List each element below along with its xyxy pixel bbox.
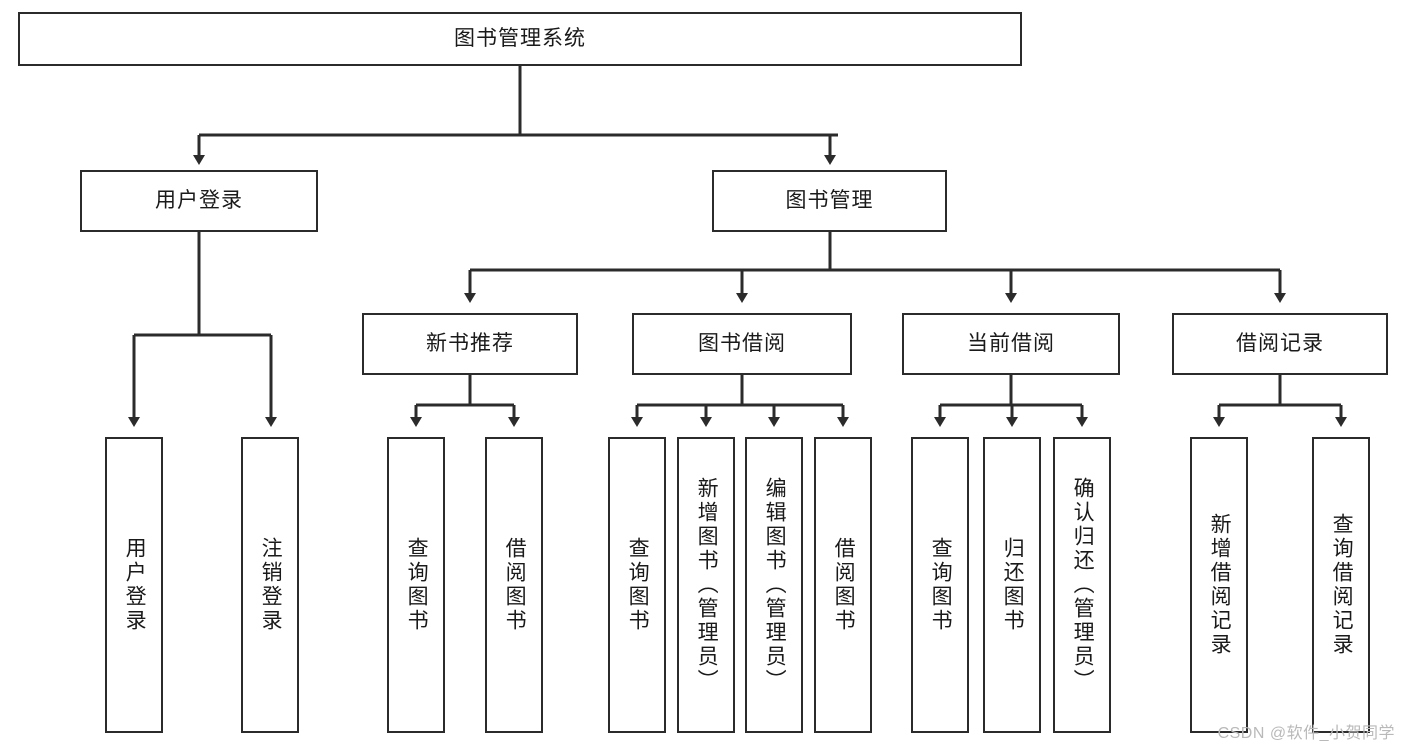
leaf-query-book-current[interactable]: 查询图书 (911, 437, 969, 733)
leaf-user-login-label: 用户登录 (123, 537, 147, 633)
leaf-return-book-label: 归还图书 (1001, 537, 1025, 633)
node-user-login[interactable]: 用户登录 (80, 170, 318, 232)
leaf-edit-book-label: 编辑图书（管理员） (763, 477, 787, 693)
leaf-query-borrow-record[interactable]: 查询借阅记录 (1312, 437, 1370, 733)
leaf-confirm-return[interactable]: 确认归还（管理员） (1053, 437, 1111, 733)
leaf-user-login[interactable]: 用户登录 (105, 437, 163, 733)
leaf-add-book[interactable]: 新增图书（管理员） (677, 437, 735, 733)
leaf-logout[interactable]: 注销登录 (241, 437, 299, 733)
leaf-logout-label: 注销登录 (259, 537, 283, 633)
leaf-query-book-borrow[interactable]: 查询图书 (608, 437, 666, 733)
node-new-book-recommend[interactable]: 新书推荐 (362, 313, 578, 375)
node-book-manage[interactable]: 图书管理 (712, 170, 947, 232)
leaf-edit-book[interactable]: 编辑图书（管理员） (745, 437, 803, 733)
node-book-borrow[interactable]: 图书借阅 (632, 313, 852, 375)
node-book-borrow-label: 图书借阅 (698, 332, 786, 356)
node-book-manage-label: 图书管理 (785, 189, 874, 213)
node-current-borrow[interactable]: 当前借阅 (902, 313, 1120, 375)
leaf-query-borrow-record-label: 查询借阅记录 (1330, 513, 1354, 657)
leaf-borrow-book-recommend-label: 借阅图书 (503, 537, 527, 633)
leaf-query-book-borrow-label: 查询图书 (626, 537, 650, 633)
node-new-book-recommend-label: 新书推荐 (426, 332, 514, 356)
leaf-add-book-label: 新增图书（管理员） (695, 477, 719, 693)
node-borrow-record-label: 借阅记录 (1236, 332, 1324, 356)
node-root[interactable]: 图书管理系统 (18, 12, 1022, 66)
leaf-query-book-recommend-label: 查询图书 (405, 537, 429, 633)
node-borrow-record[interactable]: 借阅记录 (1172, 313, 1388, 375)
leaf-return-book[interactable]: 归还图书 (983, 437, 1041, 733)
node-user-login-label: 用户登录 (155, 189, 243, 213)
leaf-add-borrow-record-label: 新增借阅记录 (1208, 513, 1232, 657)
node-current-borrow-label: 当前借阅 (967, 332, 1055, 356)
leaf-borrow-book[interactable]: 借阅图书 (814, 437, 872, 733)
leaf-borrow-book-label: 借阅图书 (832, 537, 856, 633)
leaf-query-book-recommend[interactable]: 查询图书 (387, 437, 445, 733)
leaf-query-book-current-label: 查询图书 (929, 537, 953, 633)
leaf-confirm-return-label: 确认归还（管理员） (1071, 477, 1095, 693)
leaf-add-borrow-record[interactable]: 新增借阅记录 (1190, 437, 1248, 733)
leaf-borrow-book-recommend[interactable]: 借阅图书 (485, 437, 543, 733)
node-root-label: 图书管理系统 (454, 27, 586, 51)
